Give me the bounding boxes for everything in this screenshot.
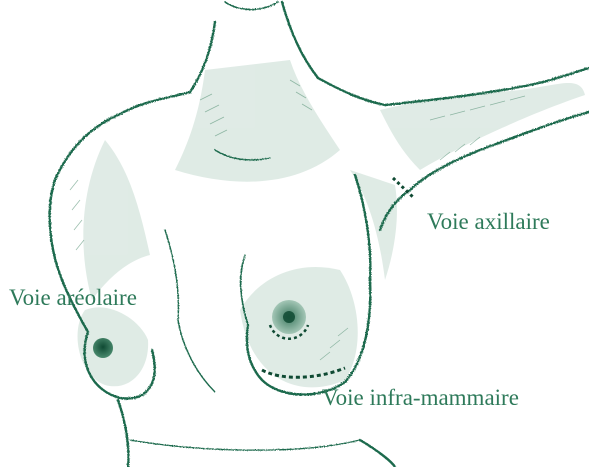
label-inframammary-approach: Voie infra-mammaire xyxy=(322,386,519,409)
label-areolar-approach: Voie aréolaire xyxy=(9,286,137,309)
left-nipple xyxy=(93,338,113,358)
label-axillary-approach: Voie axillaire xyxy=(427,210,550,233)
